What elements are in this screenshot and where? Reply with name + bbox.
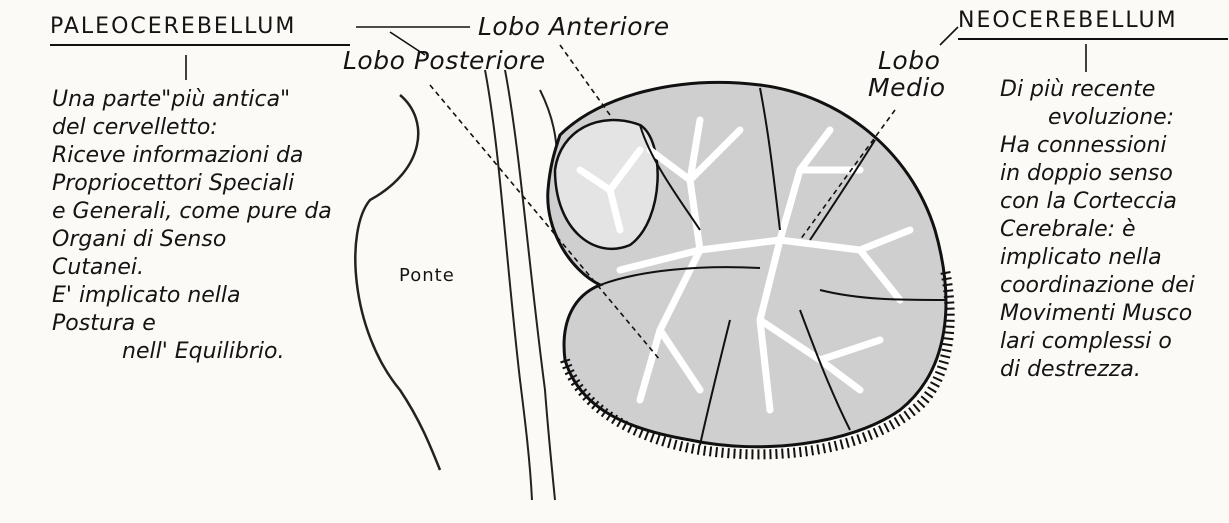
label-lobo-anteriore: Lobo Anteriore bbox=[478, 12, 670, 41]
text-line: Ha connessioni bbox=[1000, 132, 1195, 160]
text-line: E' implicato nella bbox=[52, 282, 332, 310]
paleocerebellum-description: Una parte"più antica" del cervelletto: R… bbox=[52, 86, 332, 366]
neocerebellum-title: NEOCEREBELLUM bbox=[958, 8, 1178, 33]
neocerebellum-underline bbox=[958, 38, 1228, 40]
cerebellum bbox=[548, 82, 950, 454]
text-line: Di più recente bbox=[1000, 76, 1195, 104]
text-line: Propriocettori Speciali bbox=[52, 170, 332, 198]
label-lobo-posteriore: Lobo Posteriore bbox=[343, 46, 546, 75]
label-lobo-medio-2: Medio bbox=[868, 73, 946, 102]
brainstem-edge-2 bbox=[505, 70, 555, 500]
text-line: in doppio senso bbox=[1000, 160, 1195, 188]
text-line: con la Corteccia bbox=[1000, 188, 1195, 216]
text-line: coordinazione dei bbox=[1000, 272, 1195, 300]
text-line: Movimenti Musco bbox=[1000, 300, 1195, 328]
text-line: e Generali, come pure da bbox=[52, 198, 332, 226]
text-line: Cerebrale: è bbox=[1000, 216, 1195, 244]
label-ponte: Ponte bbox=[399, 265, 455, 286]
text-line: Postura e bbox=[52, 310, 332, 338]
neocerebellum-description: Di più recente evoluzione: Ha connession… bbox=[1000, 76, 1195, 384]
label-lobo-medio-1: Lobo bbox=[878, 46, 940, 75]
text-line: nell' Equilibrio. bbox=[52, 338, 332, 366]
text-line: Una parte"più antica" bbox=[52, 86, 332, 114]
brainstem-edge bbox=[485, 70, 532, 500]
text-line: del cervelletto: bbox=[52, 114, 332, 142]
text-line: di destrezza. bbox=[1000, 356, 1195, 384]
paleocerebellum-underline bbox=[50, 44, 350, 46]
paleocerebellum-title: PALEOCEREBELLUM bbox=[50, 14, 296, 39]
text-line: implicato nella bbox=[1000, 244, 1195, 272]
text-line: Organi di Senso bbox=[52, 226, 332, 254]
text-line: Cutanei. bbox=[52, 254, 332, 282]
leader-neo-slash bbox=[940, 27, 958, 45]
text-line: evoluzione: bbox=[1000, 104, 1195, 132]
text-line: lari complessi o bbox=[1000, 328, 1195, 356]
text-line: Riceve informazioni da bbox=[52, 142, 332, 170]
pointer-lobo-anteriore bbox=[560, 45, 610, 115]
